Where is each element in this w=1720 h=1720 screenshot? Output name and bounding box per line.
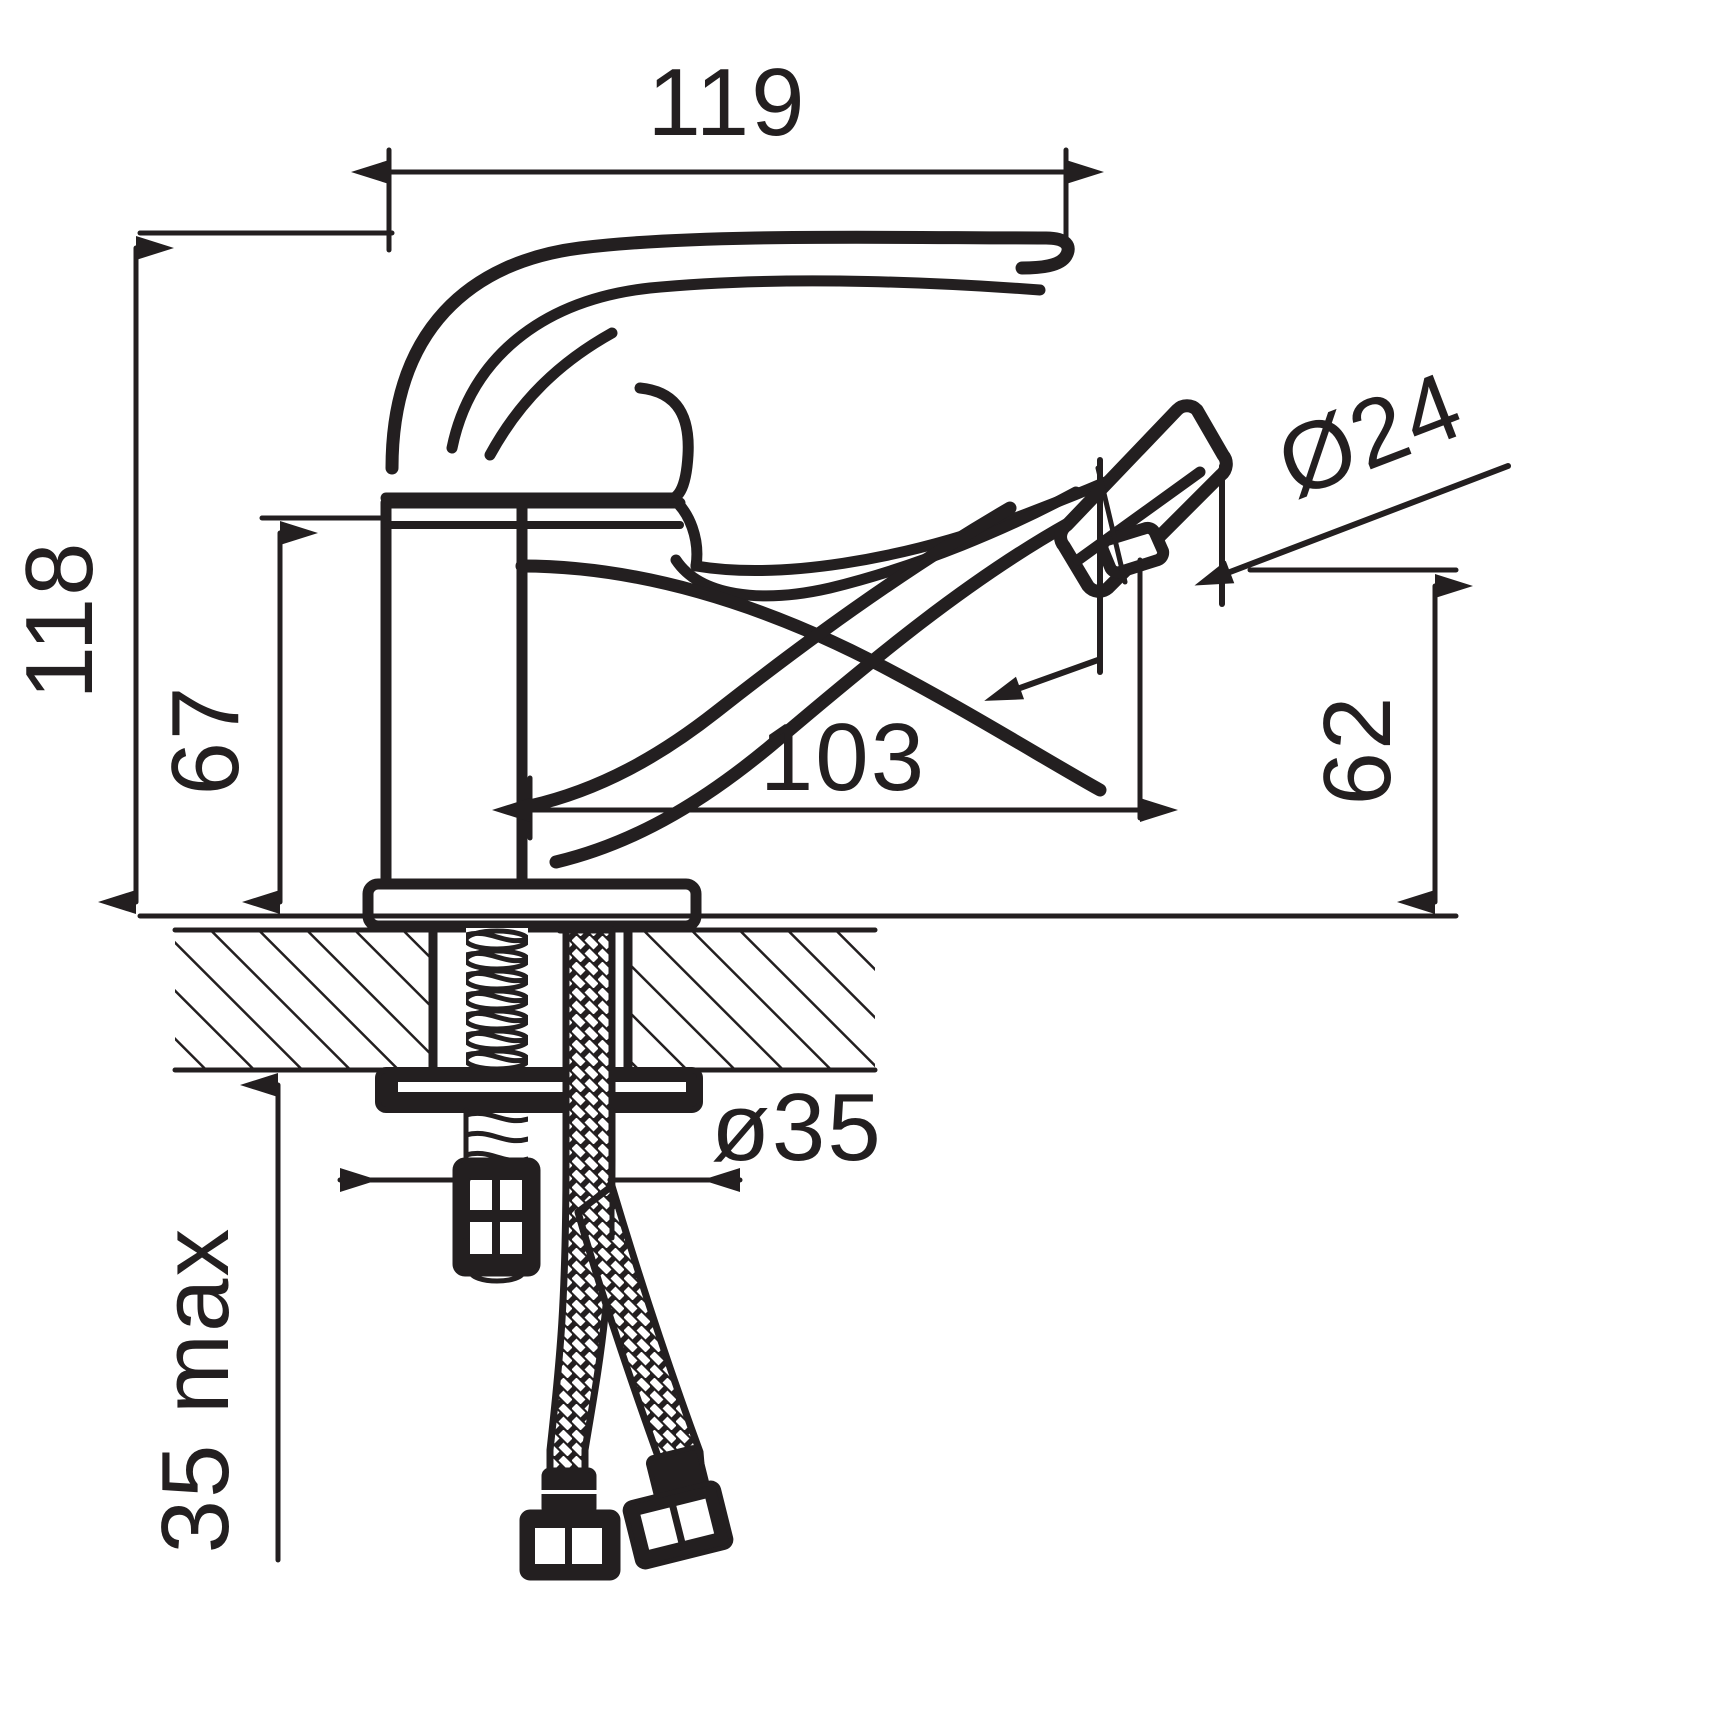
dim-label-62: 62 bbox=[1304, 695, 1411, 806]
base-flange bbox=[362, 878, 702, 932]
dim-label-67: 67 bbox=[152, 685, 259, 796]
dim-label-119: 119 bbox=[647, 49, 806, 156]
dim-label-d35: ø35 bbox=[711, 1074, 882, 1181]
lever-handle bbox=[380, 230, 1192, 602]
hose-nut-right bbox=[622, 1445, 734, 1570]
dim-aerator-diameter bbox=[984, 457, 1511, 701]
spout bbox=[515, 501, 1107, 869]
dim-height-overall bbox=[98, 230, 1459, 919]
aerator bbox=[1054, 399, 1233, 598]
lock-nut bbox=[452, 1157, 541, 1277]
dim-label-118: 118 bbox=[6, 540, 113, 699]
dim-deck-thickness bbox=[207, 1067, 303, 1563]
hose-nut-left bbox=[519, 1467, 621, 1581]
dim-height-body bbox=[242, 515, 391, 914]
dim-spout-reach bbox=[492, 557, 1178, 841]
dim-label-103: 103 bbox=[760, 704, 926, 811]
washer-plate bbox=[375, 1067, 703, 1113]
dim-spout-height bbox=[1247, 567, 1473, 914]
dim-label-35max: 35 max bbox=[142, 1227, 249, 1554]
dim-shank-diameter bbox=[337, 1107, 743, 1241]
